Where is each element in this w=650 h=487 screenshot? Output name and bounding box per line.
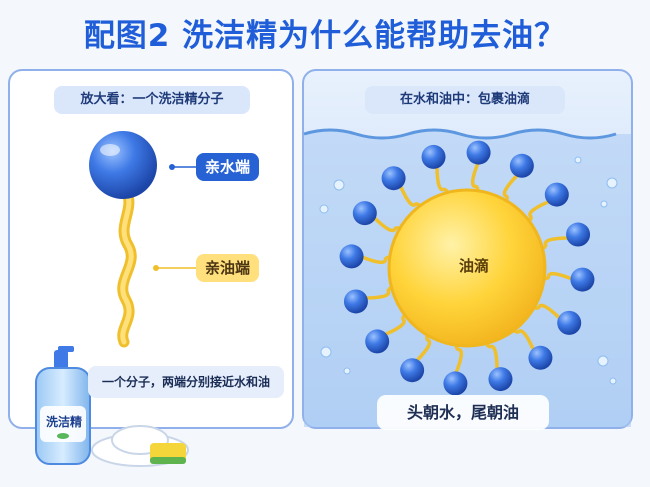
surfactant-head — [557, 310, 582, 335]
surfactant-head — [421, 144, 446, 169]
molecule-head — [89, 131, 157, 199]
molecule-note: 一个分子，两端分别接近水和油 — [88, 366, 284, 398]
surfactant-head — [339, 244, 364, 269]
oil-droplet — [387, 188, 547, 348]
surfactant-head — [509, 153, 534, 178]
molecule-head-shine — [100, 144, 120, 156]
oil-droplet-label: 油滴 — [458, 257, 489, 275]
bottle-pump-nozzle — [58, 346, 74, 352]
bubble — [609, 377, 617, 385]
bubble — [320, 346, 332, 358]
lipophilic-dot — [153, 265, 159, 271]
bottle-label: 洗洁精 — [45, 415, 82, 429]
hydrophilic-dot — [169, 164, 175, 170]
molecule-tail-highlight — [120, 187, 134, 345]
surfactant-head — [466, 140, 491, 165]
surfactant-head — [365, 329, 390, 354]
surfactant-head — [443, 371, 468, 396]
bottle-leaf — [57, 433, 69, 439]
bottle-label-bg — [40, 406, 86, 442]
bubble — [600, 200, 608, 208]
surfactant-head — [566, 222, 591, 247]
bubble — [597, 355, 609, 367]
bottle-pump — [54, 350, 68, 370]
surfactant-head — [343, 289, 368, 314]
micelle-caption: 头朝水，尾朝油 — [377, 395, 549, 430]
surfactant-head — [381, 166, 406, 191]
surfactant-head — [352, 201, 377, 226]
water-surface — [303, 128, 617, 140]
surfactant-head — [488, 367, 513, 392]
surfactant-head — [544, 182, 569, 207]
bubble — [343, 367, 351, 375]
bubble — [574, 156, 582, 164]
bubble — [319, 204, 329, 214]
molecule-panel-heading: 放大看：一个洗洁精分子 — [54, 86, 250, 114]
surfactant-head — [528, 345, 553, 370]
hydrophilic-label: 亲水端 — [196, 153, 259, 181]
bubble — [333, 179, 345, 191]
micelle-heads — [339, 140, 595, 396]
sponge-scrub — [150, 457, 186, 464]
bubble — [606, 177, 618, 189]
surfactant-head — [570, 267, 595, 292]
surfactant-head — [400, 358, 425, 383]
micelle-panel-heading: 在水和油中：包裹油滴 — [365, 86, 565, 114]
page-title: 配图2 洗洁精为什么能帮助去油？ — [83, 18, 567, 54]
lipophilic-label: 亲油端 — [196, 254, 259, 282]
